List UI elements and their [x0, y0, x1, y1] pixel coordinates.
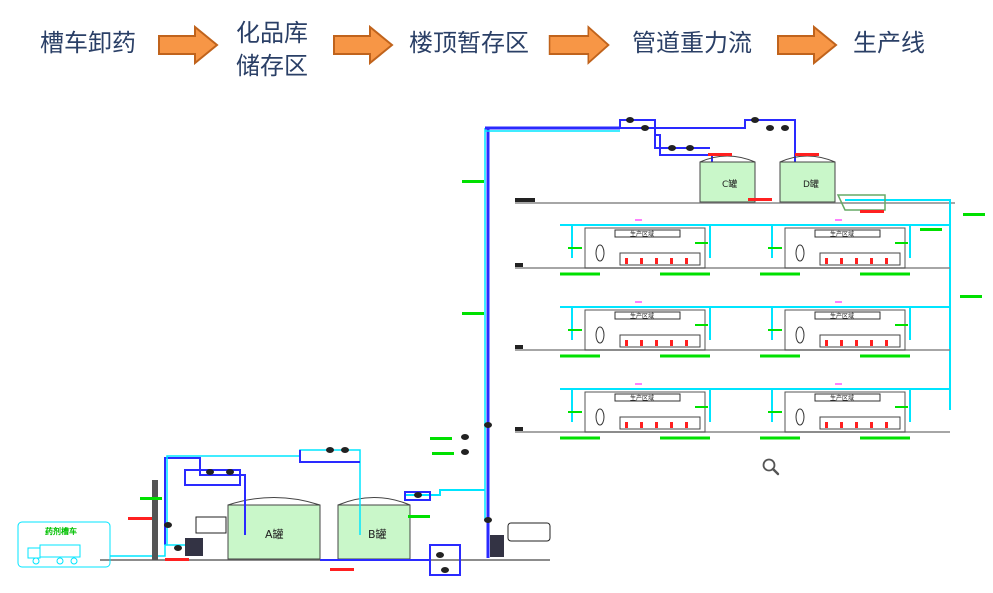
valve-icon [781, 125, 789, 131]
valve-icon [461, 434, 469, 440]
marker-tag [748, 198, 772, 201]
production-area-label: 生产区域 [830, 312, 854, 320]
valve-icon [766, 125, 774, 131]
flow-step-3: 楼顶暂存区 [409, 29, 529, 57]
valve-icon [441, 567, 449, 573]
valve-icon [668, 145, 676, 151]
production-area-label: 生产区域 [830, 394, 854, 402]
production-line-module: 生产区域 [760, 301, 911, 358]
marker-tag [165, 558, 189, 561]
valve-icon [484, 517, 492, 523]
tank-d-label: D罐 [803, 178, 819, 190]
valve-icon [326, 447, 334, 453]
flow-step-2-line1: 化品库 [236, 19, 308, 47]
flow-step-4: 管道重力流 [632, 29, 752, 57]
flow-step-5: 生产线 [853, 29, 925, 57]
valve-icon [461, 449, 469, 455]
marker-tag [330, 568, 354, 571]
arrow-right-icon [777, 25, 838, 65]
label-tag [140, 497, 162, 500]
arrow-right-icon [548, 25, 610, 65]
valve-icon [751, 117, 759, 123]
truck-label: 药剂槽车 [45, 526, 77, 536]
valve-icon [436, 552, 444, 558]
production-line-module: 生产区域 [760, 219, 911, 276]
tank-d [779, 161, 836, 203]
production-area-label: 生产区域 [630, 312, 654, 320]
production-floor: 生产区域 生产区域 [515, 301, 950, 358]
label-tag [960, 295, 982, 298]
tank-a [227, 504, 321, 560]
production-line-module: 生产区域 [760, 383, 911, 440]
valve-icon [414, 492, 422, 498]
label-tag [462, 312, 484, 315]
magnifier-icon[interactable] [760, 456, 782, 478]
valve-icon [164, 522, 172, 528]
marker-tag [860, 210, 884, 213]
marker-tag [795, 153, 819, 156]
valve-icon [226, 469, 234, 475]
production-line-module: 生产区域 [560, 383, 711, 440]
tank-c-label: C罐 [722, 178, 737, 190]
valve-icon [206, 469, 214, 475]
valve-icon [641, 125, 649, 131]
label-tag [408, 515, 430, 518]
marker-tag [708, 153, 732, 156]
tank-b-label: B罐 [368, 528, 387, 541]
valve-icon [341, 447, 349, 453]
flow-step-2-line2: 储存区 [236, 52, 308, 80]
tank-a-label: A罐 [265, 528, 284, 541]
label-tag [920, 228, 942, 231]
label-tag [462, 180, 484, 183]
production-line-module: 生产区域 [560, 301, 711, 358]
production-floor: 生产区域 生产区域 [515, 219, 950, 276]
label-tag [430, 437, 452, 440]
arrow-right-icon [158, 25, 219, 65]
label-tag [963, 213, 985, 216]
production-area-label: 生产区域 [630, 394, 654, 402]
valve-icon [174, 545, 182, 551]
label-tag [432, 452, 454, 455]
flow-step-2: 化品库 储存区 [236, 17, 308, 83]
production-area-label: 生产区域 [830, 230, 854, 238]
valve-icon [626, 117, 634, 123]
production-line-module: 生产区域 [560, 219, 711, 276]
tanker-truck [17, 521, 111, 568]
marker-tag [128, 517, 152, 520]
production-floor: 生产区域 生产区域 [515, 383, 950, 440]
arrow-right-icon [333, 25, 394, 65]
flow-step-1: 槽车卸药 [40, 29, 136, 57]
valve-icon [686, 145, 694, 151]
tank-c [699, 161, 756, 203]
tank-b [337, 504, 411, 560]
production-area-label: 生产区域 [630, 230, 654, 238]
valve-icon [484, 422, 492, 428]
